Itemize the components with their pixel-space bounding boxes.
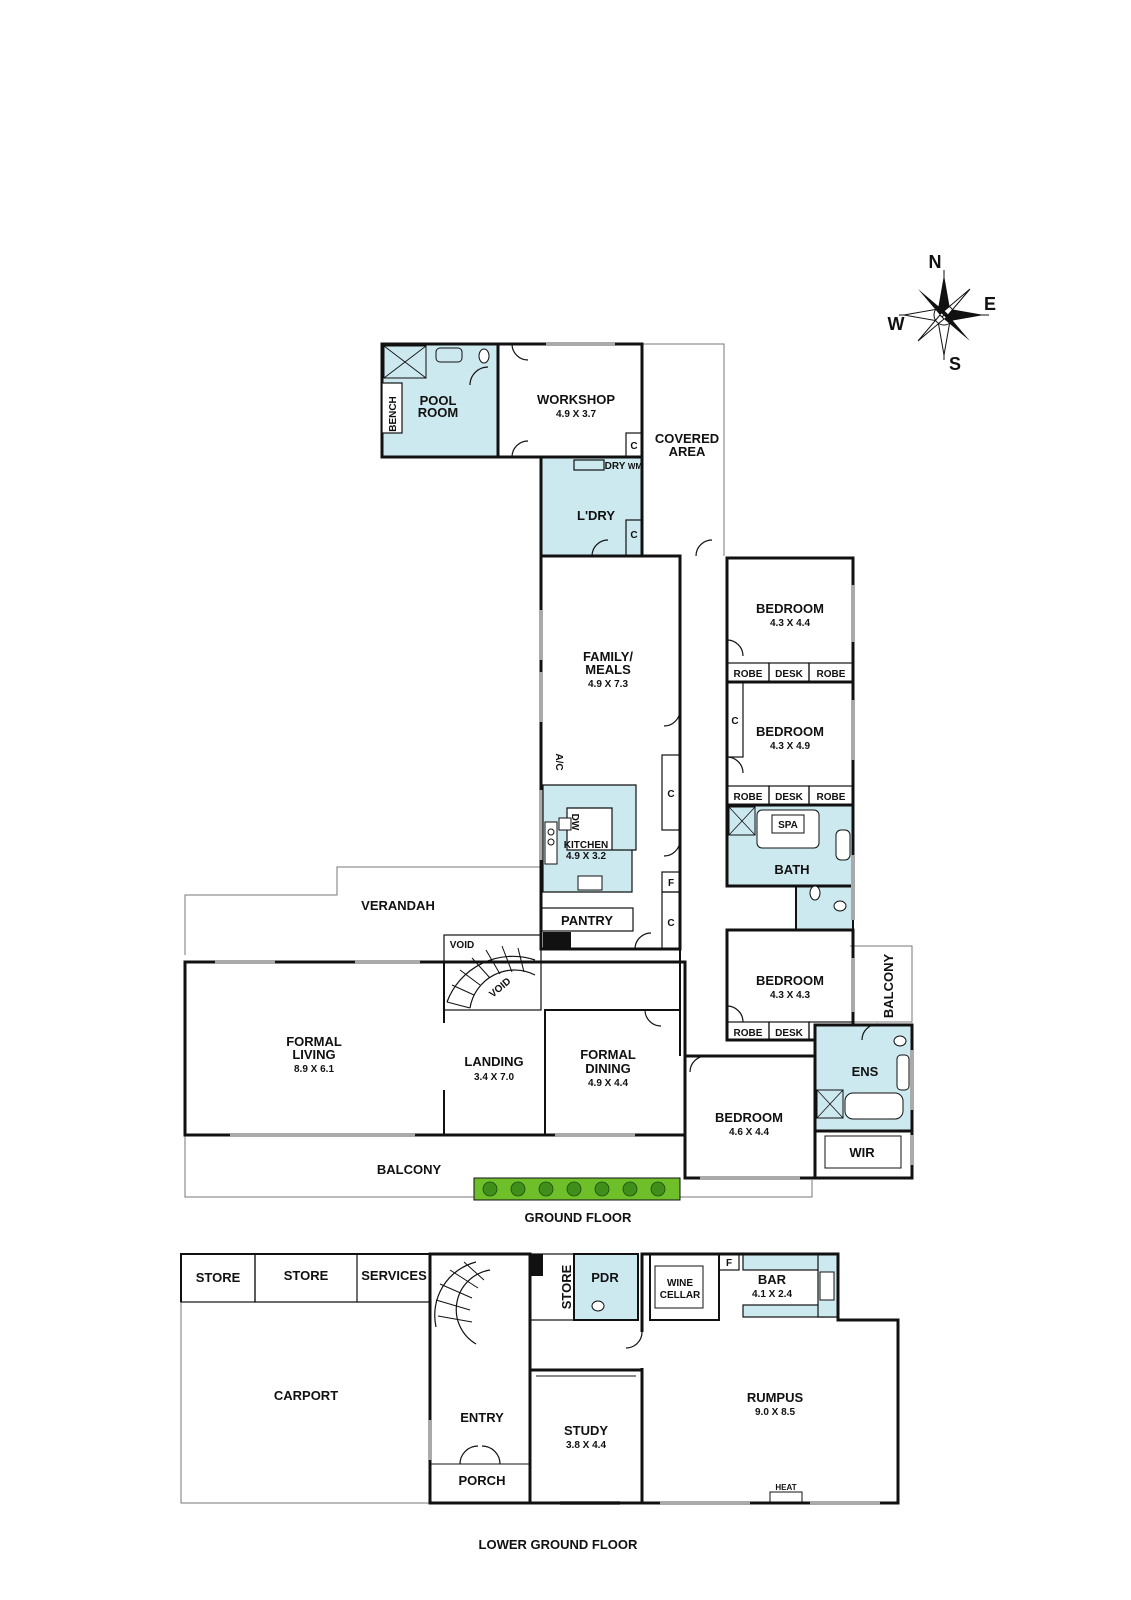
formal-dining-label-2: DINING (585, 1061, 631, 1076)
bedroom1-dim: 4.3 X 4.4 (770, 618, 810, 629)
spa-label: SPA (778, 820, 798, 831)
bench-label: BENCH (388, 396, 399, 432)
bedroom1-label: BEDROOM (756, 601, 824, 616)
desk-label-2: DESK (775, 792, 804, 803)
entry-label: ENTRY (460, 1410, 504, 1425)
laundry-label: L'DRY (577, 508, 615, 523)
kitchen-label: KITCHEN (564, 840, 608, 851)
ac-label: A/C (553, 753, 564, 770)
rumpus-label: RUMPUS (747, 1390, 804, 1405)
rumpus-dim: 9.0 X 8.5 (755, 1407, 795, 1418)
balcony-east-label: BALCONY (881, 954, 896, 1019)
pdr-label: PDR (591, 1270, 619, 1285)
landing-dim: 3.4 X 7.0 (474, 1072, 514, 1083)
bar-label: BAR (758, 1272, 787, 1287)
compass-s: S (949, 354, 961, 374)
store-label-2: STORE (284, 1268, 329, 1283)
bedroom4-label: BEDROOM (715, 1110, 783, 1125)
family-meals-label-2: MEALS (585, 662, 631, 677)
wir-label: WIR (849, 1145, 875, 1160)
robe-label-1a: ROBE (734, 669, 763, 680)
bedroom3-dim: 4.3 X 4.3 (770, 990, 810, 1001)
porch-label: PORCH (459, 1473, 506, 1488)
formal-dining-dim: 4.9 X 4.4 (588, 1078, 628, 1089)
pool-room-label-2: ROOM (418, 405, 458, 420)
study-label: STUDY (564, 1423, 608, 1438)
formal-dining-label-1: FORMAL (580, 1047, 636, 1062)
workshop-dim: 4.9 X 3.7 (556, 409, 596, 420)
robe-label-2a: ROBE (734, 792, 763, 803)
wine-cellar-label-1: WINE (667, 1278, 693, 1289)
landing-label: LANDING (464, 1054, 523, 1069)
formal-living-dim: 8.9 X 6.1 (294, 1064, 334, 1075)
pool-room-label-1: POOL (420, 393, 457, 408)
desk-label-3: DESK (775, 1028, 804, 1039)
pantry-label: PANTRY (561, 913, 613, 928)
family-meals-dim: 4.9 X 7.3 (588, 679, 628, 690)
kitchen-bench (542, 784, 637, 893)
formal-living-label-1: FORMAL (286, 1034, 342, 1049)
formal-living-label-2: LIVING (292, 1047, 335, 1062)
wine-cellar-label-2: CELLAR (660, 1290, 701, 1301)
lower-ground-floor-plan: STORE STORE SERVICES CARPORT ENTRY PORCH… (180, 1252, 900, 1552)
c-label-family: C (667, 789, 674, 800)
bedroom2-dim: 4.3 X 4.9 (770, 741, 810, 752)
compass-n: N (929, 252, 942, 272)
ground-floor-label: GROUND FLOOR (525, 1210, 632, 1225)
pdr-area (573, 1253, 639, 1321)
balcony-label: BALCONY (377, 1162, 442, 1177)
c-label-kitchen: C (667, 918, 674, 929)
verandah-label: VERANDAH (361, 898, 435, 913)
bedroom2-label: BEDROOM (756, 724, 824, 739)
compass-e: E (984, 294, 996, 314)
covered-area-label-2: AREA (669, 444, 706, 459)
f-label-bar: F (726, 1258, 732, 1269)
family-meals-label-1: FAMILY/ (583, 649, 633, 664)
void-label-2: VOID (487, 976, 513, 1000)
carport-label: CARPORT (274, 1388, 338, 1403)
laundry-area (540, 456, 643, 557)
ground-floor-plan: BENCH POOL ROOM WORKSHOP 4.9 X 3.7 C COV… (183, 342, 914, 1225)
dw-label: DW (569, 814, 580, 831)
store-label-1: STORE (196, 1270, 241, 1285)
compass-rose: N E S W (888, 252, 997, 374)
covered-area-label-1: COVERED (655, 431, 719, 446)
c-label-workshop: C (630, 441, 637, 452)
c-label-laundry: C (630, 530, 637, 541)
ens-label: ENS (852, 1064, 879, 1079)
bar-dim: 4.1 X 2.4 (752, 1289, 792, 1300)
desk-label-1: DESK (775, 669, 804, 680)
workshop-label: WORKSHOP (537, 392, 615, 407)
bedroom3-label: BEDROOM (756, 973, 824, 988)
lower-ground-floor-label: LOWER GROUND FLOOR (479, 1537, 638, 1552)
bedroom4-dim: 4.6 X 4.4 (729, 1127, 769, 1138)
services-label: SERVICES (361, 1268, 427, 1283)
planter-shrubs (482, 1181, 666, 1197)
heat-label: HEAT (775, 1483, 796, 1492)
robe-label-2b: ROBE (817, 792, 846, 803)
compass-w: W (888, 314, 905, 334)
c-label-bedroom2: C (731, 716, 738, 727)
robe-label-3a: ROBE (734, 1028, 763, 1039)
store-label-3: STORE (559, 1264, 574, 1309)
study-dim: 3.8 X 4.4 (566, 1440, 606, 1451)
f-label-kitchen: F (668, 878, 674, 889)
void-label-1: VOID (450, 940, 474, 951)
dry-label: DRY (605, 461, 626, 472)
wm-label: WM (628, 462, 643, 471)
robe-label-1b: ROBE (817, 669, 846, 680)
bath-label: BATH (774, 862, 809, 877)
kitchen-dim: 4.9 X 3.2 (566, 851, 606, 862)
